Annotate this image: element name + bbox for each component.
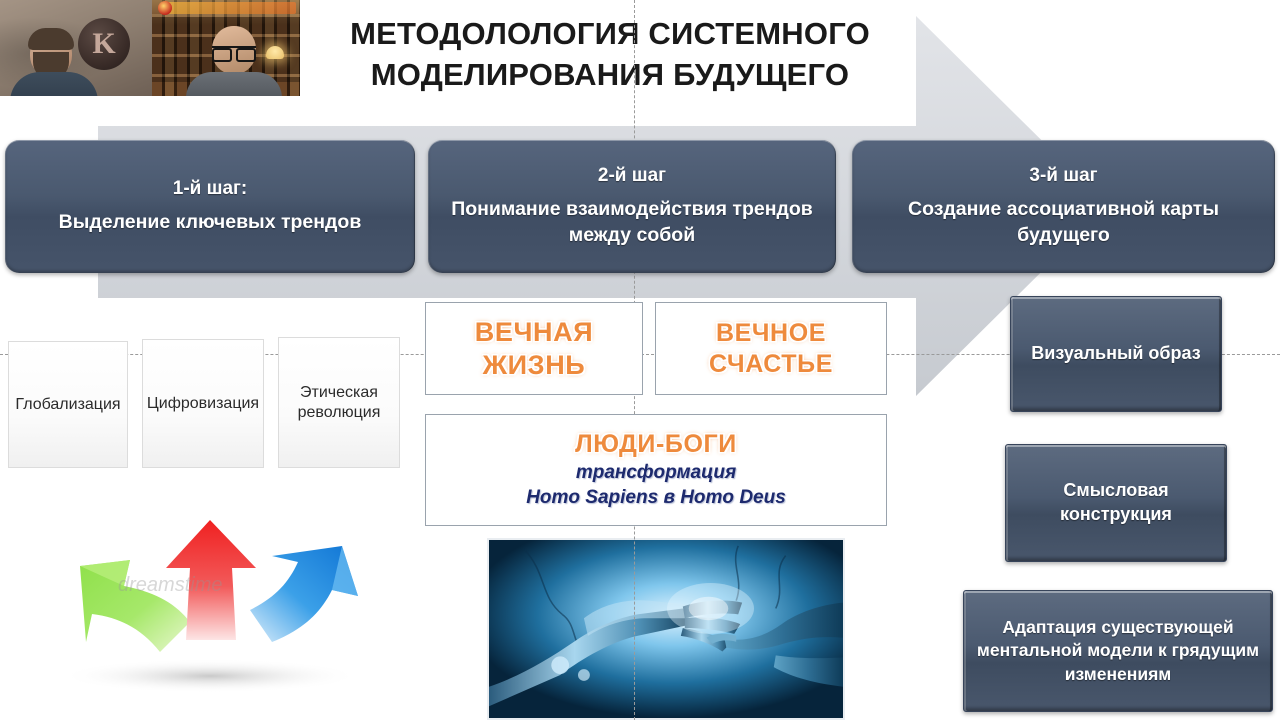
step-2-text: Понимание взаимодействия трендов между с… bbox=[451, 197, 813, 246]
overlay-banner bbox=[162, 2, 296, 14]
webcam-tile-right[interactable] bbox=[152, 0, 300, 96]
trend-box-digitalization[interactable]: Цифровизация bbox=[142, 339, 264, 468]
trend-box-ethical-revolution[interactable]: Этическая революция bbox=[278, 337, 400, 468]
concept-box-people-gods[interactable]: ЛЮДИ-БОГИ трансформация Homo Sapiens в H… bbox=[425, 414, 887, 526]
green-arrow-icon bbox=[80, 560, 190, 652]
step-box-3[interactable]: 3-й шаг Создание ассоциативной карты буд… bbox=[852, 140, 1275, 273]
step-1-number: 1-й шаг: bbox=[172, 177, 248, 199]
result-box-mental-model-adaptation[interactable]: Адаптация существующей ментальной модели… bbox=[963, 590, 1273, 712]
webcam-right-person bbox=[186, 26, 282, 96]
step-1-text: Выделение ключевых трендов bbox=[58, 210, 362, 233]
concept-box-eternal-life[interactable]: ВЕЧНАЯ ЖИЗНЬ bbox=[425, 302, 643, 395]
step-3-number: 3-й шаг bbox=[1029, 164, 1098, 186]
robot-human-hands-image bbox=[487, 538, 845, 720]
robot-arm-shape bbox=[489, 608, 693, 707]
concept-people-gods-subtitle-2: Homo Sapiens в Homo Deus bbox=[526, 487, 786, 509]
step-3-text: Создание ассоциативной карты будущего bbox=[907, 197, 1220, 246]
page-title-line-2: МОДЕЛИРОВАНИЯ БУДУЩЕГО bbox=[370, 56, 850, 92]
concept-eternal-happiness-label: ВЕЧНОЕ СЧАСТЬЕ bbox=[709, 319, 833, 378]
human-hand-shape bbox=[724, 602, 843, 650]
step-2-number: 2-й шаг bbox=[597, 164, 667, 186]
webcam-left-person bbox=[10, 28, 98, 96]
wall-logo-icon: K bbox=[78, 18, 130, 70]
person-hair-icon bbox=[28, 28, 74, 50]
emblem-icon bbox=[158, 1, 172, 15]
trend-box-globalization[interactable]: Глобализация bbox=[8, 341, 128, 468]
video-conference-strip[interactable]: K bbox=[0, 0, 300, 96]
page-title-line-1: МЕТОДОЛОЛОГИЯ СИСТЕМНОГО bbox=[350, 16, 870, 51]
three-arrows-illustration bbox=[60, 520, 360, 693]
red-arrow-icon bbox=[166, 520, 256, 640]
step-box-2[interactable]: 2-й шаг Понимание взаимодействия трендов… bbox=[428, 140, 836, 273]
glasses-icon bbox=[212, 46, 256, 62]
robot-fingers bbox=[680, 600, 743, 652]
person-head-icon bbox=[212, 26, 256, 74]
concept-box-eternal-happiness[interactable]: ВЕЧНОЕ СЧАСТЬЕ bbox=[655, 302, 887, 395]
result-box-semantic-construct[interactable]: Смысловая конструкция bbox=[1005, 444, 1227, 562]
result-box-visual-image[interactable]: Визуальный образ bbox=[1010, 296, 1222, 412]
concept-people-gods-subtitle-1: трансформация bbox=[575, 461, 737, 483]
concept-people-gods-title: ЛЮДИ-БОГИ bbox=[575, 430, 737, 459]
lamp-icon bbox=[266, 46, 284, 59]
person-torso-icon bbox=[10, 72, 98, 96]
page-title: МЕТОДОЛОЛОГИЯ СИСТЕМНОГО МОДЕЛИРОВАНИЯ Б… bbox=[300, 14, 920, 96]
blue-arrow-icon bbox=[250, 546, 358, 642]
step-box-1[interactable]: 1-й шаг: Выделение ключевых трендов bbox=[5, 140, 415, 273]
webcam-tile-left[interactable]: K bbox=[0, 0, 152, 96]
concept-eternal-life-label: ВЕЧНАЯ ЖИЗНЬ bbox=[474, 316, 594, 380]
person-torso-icon bbox=[186, 72, 282, 96]
